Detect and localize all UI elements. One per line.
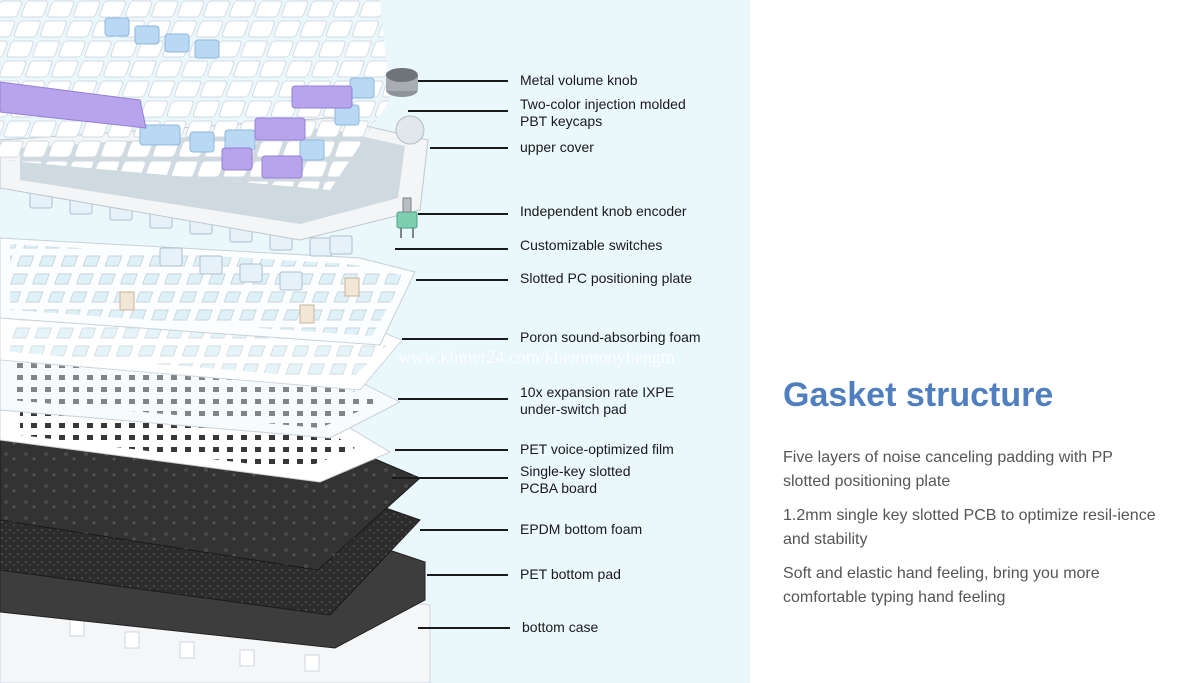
callout-label: bottom case	[522, 619, 599, 635]
leader-line	[402, 338, 508, 340]
feature-panel	[750, 0, 1185, 683]
callout-knob-encoder: Independent knob encoder	[418, 203, 687, 220]
volume-knob-shape	[386, 68, 418, 97]
callout-label: Two-color injection molded PBT keycaps	[520, 96, 686, 129]
leader-line	[395, 248, 508, 250]
leader-line	[408, 110, 508, 112]
feature-paragraph: Soft and elastic hand feeling, bring you…	[783, 565, 1100, 606]
feature-title: Gasket structure	[783, 376, 1054, 414]
leader-line	[395, 449, 508, 451]
callout-label: Metal volume knob	[520, 72, 638, 88]
callout-label: PET voice-optimized film	[520, 441, 674, 457]
callout-label: Independent knob encoder	[520, 203, 687, 219]
callout-label: upper cover	[520, 139, 594, 155]
callout-pbt-keycaps: Two-color injection molded PBT keycaps	[408, 96, 686, 130]
exploded-view-panel: www.khmer24.com/khemmonyhengtn Metal vol…	[0, 0, 750, 683]
leader-line	[427, 574, 508, 576]
callout-pet-bottom-pad: PET bottom pad	[427, 566, 621, 583]
leader-line	[398, 398, 508, 400]
callout-label: Slotted PC positioning plate	[520, 270, 692, 286]
callout-label: PET bottom pad	[520, 566, 621, 582]
purple-keycaps	[0, 81, 353, 179]
callout-label: 10x expansion rate IXPE under-switch pad	[520, 384, 675, 417]
callout-label: Customizable switches	[520, 237, 663, 253]
leader-line	[416, 279, 508, 281]
callout-switches: Customizable switches	[395, 237, 662, 254]
callout-bottom-case: bottom case	[418, 619, 598, 636]
feature-paragraph: Five layers of noise canceling padding w…	[783, 449, 1113, 490]
blue-keycaps	[104, 17, 375, 161]
leader-line	[418, 213, 508, 215]
feature-paragraph: 1.2mm single key slotted PCB to optimize…	[783, 507, 1156, 548]
callout-pet-film: PET voice-optimized film	[395, 441, 674, 458]
callout-volume-knob: Metal volume knob	[418, 72, 638, 89]
leader-line	[392, 477, 508, 479]
callout-label: Single-key slotted PCBA board	[520, 463, 631, 496]
callout-label: EPDM bottom foam	[520, 521, 643, 537]
callout-positioning-plate: Slotted PC positioning plate	[416, 270, 692, 287]
encoder-shape	[396, 197, 418, 238]
switches-cluster	[29, 189, 360, 324]
leader-line	[418, 80, 508, 82]
leader-line	[418, 627, 510, 629]
keycaps-shape	[0, 0, 390, 190]
watermark-text: www.khmer24.com/khemmonyhengtn	[398, 347, 675, 367]
callout-pcba-board: Single-key slotted PCBA board	[392, 463, 631, 497]
callout-ixpe-pad: 10x expansion rate IXPE under-switch pad	[398, 384, 674, 418]
leader-line	[430, 147, 508, 149]
callout-label: Poron sound-absorbing foam	[520, 329, 701, 345]
callout-upper-cover: upper cover	[430, 139, 594, 156]
leader-line	[420, 529, 508, 531]
callout-poron-foam: Poron sound-absorbing foam	[402, 329, 701, 346]
keyboard-exploded-illustration	[0, 0, 431, 683]
callout-epdm-foam: EPDM bottom foam	[420, 521, 642, 538]
